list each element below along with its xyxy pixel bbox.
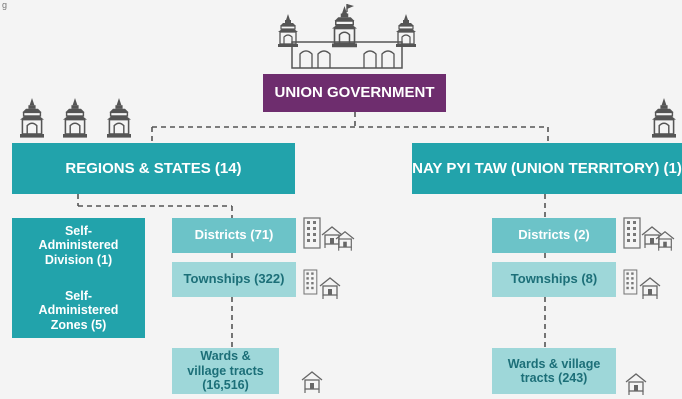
npt-districts-box: Districts (2) (492, 218, 616, 253)
self-administered-division-label: Self-Administered Division (1) (38, 223, 119, 267)
npt-wards-box: Wards & village tracts (243) (492, 348, 616, 394)
self-administered-zones-label: Self-Administered Zones (5) (38, 289, 119, 332)
wards-box: Wards & village tracts (16,516) (172, 348, 279, 394)
districts-box: Districts (71) (172, 218, 296, 253)
npt-townships-box: Townships (8) (492, 262, 616, 297)
union-government-box: UNION GOVERNMENT (263, 74, 446, 112)
self-administered-box: Self-Administered Division (1) Self-Admi… (12, 218, 145, 338)
regions-states-box: REGIONS & STATES (14) (12, 143, 295, 194)
naypyitaw-box: NAY PYI TAW (UNION TERRITORY) (1) (412, 143, 682, 194)
townships-box: Townships (322) (172, 262, 296, 297)
header-caption: g (2, 0, 8, 10)
